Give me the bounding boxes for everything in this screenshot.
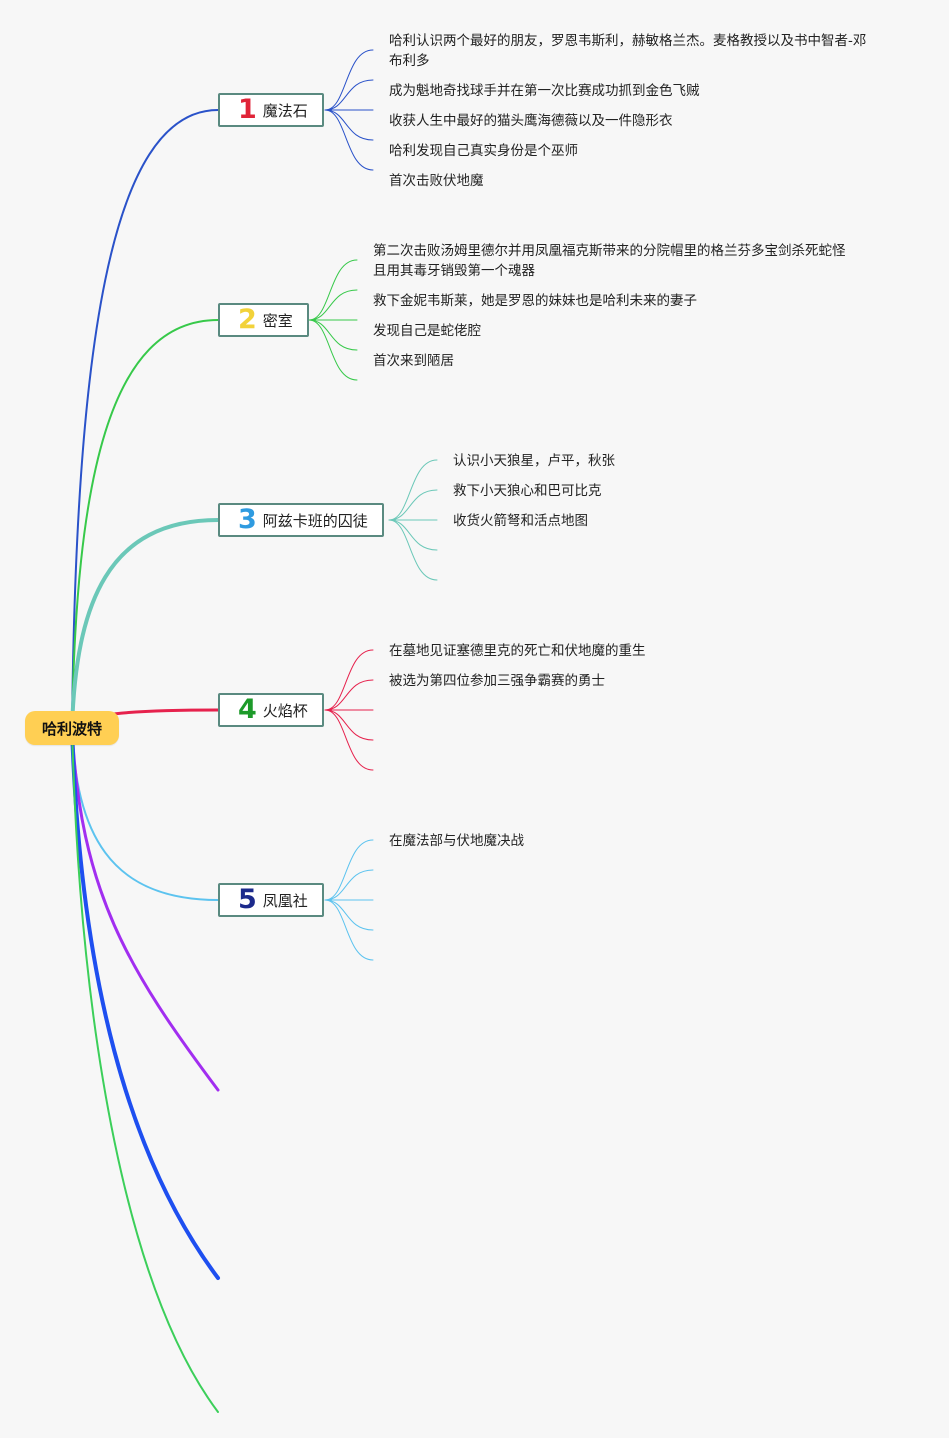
leaf-2-4[interactable]: 首次来到陋居	[373, 353, 454, 369]
leaf-2-2[interactable]: 救下金妮韦斯莱，她是罗恩的妹妹也是哈利未来的妻子	[373, 293, 697, 309]
leaf-1-5[interactable]: 首次击败伏地魔	[389, 173, 484, 189]
branch-1-number: 1	[238, 93, 257, 125]
branch-3-number: 3	[238, 503, 257, 535]
leaf-connector-2-4	[308, 319, 358, 351]
branch-3-label: 阿兹卡班的囚徒	[262, 511, 368, 530]
leaf-connector-2-5	[308, 319, 358, 381]
leaf-connector-4-4	[324, 709, 374, 741]
branch-5[interactable]: 5 凤凰社	[218, 883, 324, 917]
leaf-3-2[interactable]: 救下小天狼心和巴可比克	[453, 483, 602, 499]
leaf-5-1[interactable]: 在魔法部与伏地魔决战	[389, 833, 524, 849]
branch-2-number: 2	[238, 303, 257, 335]
leaf-connector-3-5	[388, 519, 438, 581]
branch-1-label: 魔法石	[262, 101, 308, 120]
branch-1[interactable]: 1 魔法石	[218, 93, 324, 127]
leaf-connector-3-2	[388, 489, 438, 521]
leaf-connector-1-5	[324, 109, 374, 171]
branch-3[interactable]: 3 阿兹卡班的囚徒	[218, 503, 384, 537]
branch-2[interactable]: 2 密室	[218, 303, 309, 337]
leaf-connector-1-4	[324, 109, 374, 141]
leaf-connector-5-1	[324, 839, 374, 901]
root-topic-label: 哈利波特	[41, 719, 102, 738]
leaf-connector-4-5	[324, 709, 374, 771]
leaf-connector-5-4	[324, 899, 374, 931]
leaf-3-1[interactable]: 认识小天狼星，卢平，秋张	[453, 453, 615, 469]
leaf-connector-4-1	[324, 649, 374, 711]
leaf-1-2[interactable]: 成为魁地奇找球手并在第一次比赛成功抓到金色飞贼	[389, 83, 700, 99]
leaf-2-3[interactable]: 发现自己是蛇佬腔	[373, 323, 481, 339]
leaf-connector-4-2	[324, 679, 374, 711]
branch-3-connector	[70, 518, 220, 730]
extra-branch-2	[70, 726, 220, 1280]
leaf-1-4[interactable]: 哈利发现自己真实身份是个巫师	[389, 143, 578, 159]
leaf-connector-1-1	[324, 49, 374, 111]
branch-1-connector	[71, 109, 219, 729]
extra-branch-1	[70, 726, 220, 1092]
root-topic[interactable]: 哈利波特	[25, 711, 119, 745]
leaf-3-3[interactable]: 收货火箭弩和活点地图	[453, 513, 588, 529]
leaf-connector-3-4	[388, 519, 438, 551]
leaf-4-1[interactable]: 在墓地见证塞德里克的死亡和伏地魔的重生	[389, 643, 646, 659]
branch-5-label: 凤凰社	[262, 891, 308, 910]
leaf-connector-3-1	[388, 459, 438, 521]
branch-5-number: 5	[238, 883, 257, 915]
leaf-2-1-cont[interactable]: 且用其毒牙销毁第一个魂器	[373, 263, 535, 279]
leaf-1-3[interactable]: 收获人生中最好的猫头鹰海德薇以及一件隐形衣	[389, 113, 673, 129]
extra-branch-3	[71, 727, 219, 1413]
leaf-connector-2-1	[308, 259, 358, 321]
leaf-connector-5-2	[324, 869, 374, 901]
leaf-1-1[interactable]: 哈利认识两个最好的朋友，罗恩韦斯利，赫敏格兰杰。麦格教授以及书中智者-邓	[389, 33, 867, 49]
leaf-connector-2-2	[308, 289, 358, 321]
leaf-1-1-cont[interactable]: 布利多	[389, 53, 430, 69]
leaf-4-2[interactable]: 被选为第四位参加三强争霸赛的勇士	[389, 673, 605, 689]
leaf-connector-1-2	[324, 79, 374, 111]
branch-2-connector	[71, 319, 219, 729]
branch-4-number: 4	[238, 693, 257, 725]
leaf-2-1[interactable]: 第二次击败汤姆里德尔并用凤凰福克斯带来的分院帽里的格兰芬多宝剑杀死蛇怪	[373, 243, 846, 259]
leaf-connector-5-5	[324, 899, 374, 961]
branch-4-label: 火焰杯	[262, 701, 308, 720]
branch-2-label: 密室	[262, 311, 293, 330]
branch-4[interactable]: 4 火焰杯	[218, 693, 324, 727]
